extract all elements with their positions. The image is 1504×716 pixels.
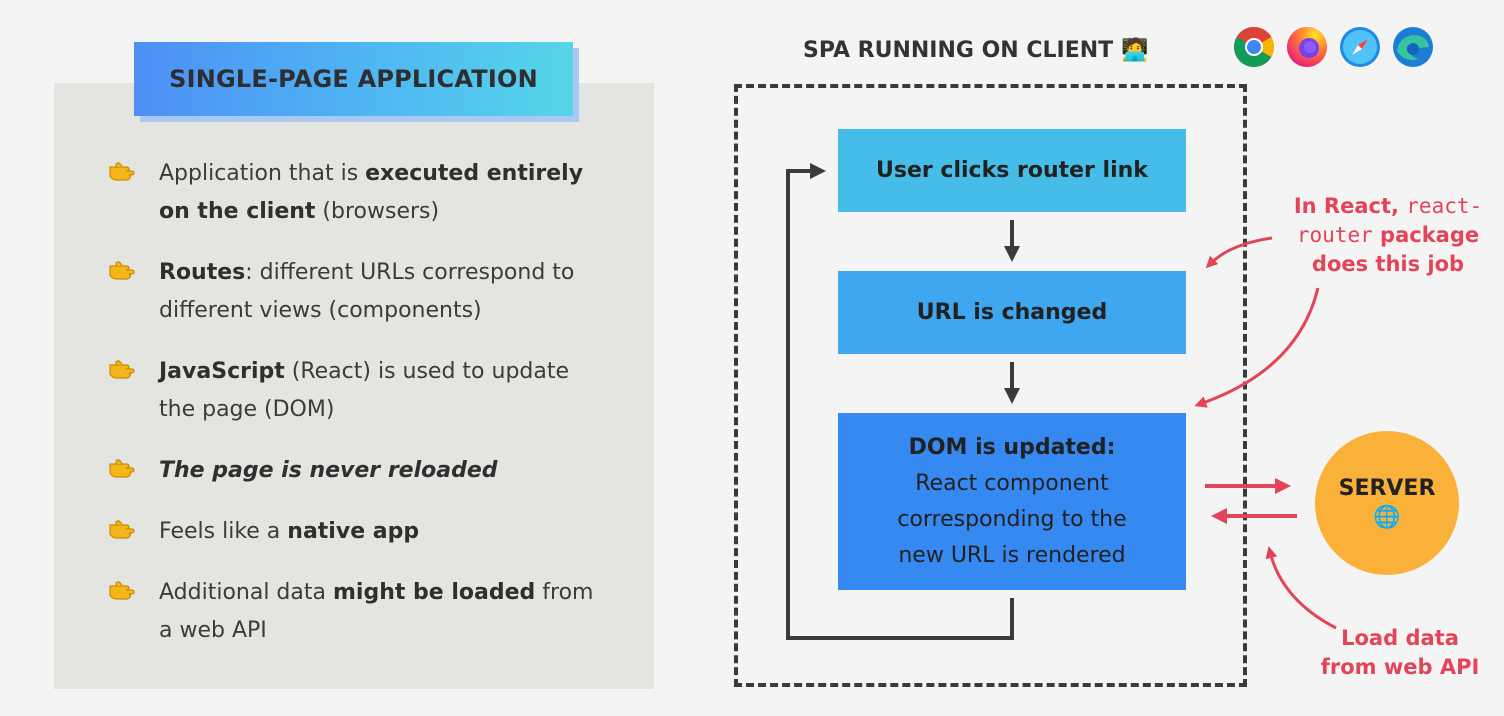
annotation-arrow-dom <box>1194 287 1320 408</box>
api-annotation: Load data from web API <box>1320 626 1480 679</box>
left-panel <box>54 83 654 689</box>
step-detail: corresponding to the <box>897 506 1127 532</box>
diagram-title-text: SPA RUNNING ON CLIENT <box>803 37 1114 63</box>
annotation-arrow-api <box>1265 546 1337 630</box>
diagram-title: SPA RUNNING ON CLIENT 🧑‍💻 <box>803 30 1149 70</box>
step-user-clicks-link: User clicks router link <box>838 129 1186 212</box>
bullet-item: The page is never reloaded <box>108 452 608 490</box>
bullet-text: Application that is executed entirely on… <box>159 161 584 224</box>
section-title: SINGLE-PAGE APPLICATION <box>134 42 573 116</box>
globe-icon: 🌐 <box>1373 505 1401 530</box>
bullet-text: Feels like a native app <box>159 519 420 544</box>
browser-icons <box>1232 25 1435 69</box>
pointing-hand-icon <box>109 261 135 280</box>
server-label: SERVER <box>1338 476 1436 501</box>
edge-icon <box>1393 27 1433 67</box>
firefox-icon <box>1287 27 1327 67</box>
bullet-item: Application that is executed entirely on… <box>108 155 608 231</box>
pointing-hand-icon <box>109 360 135 379</box>
annotation-arrow-url <box>1205 236 1273 269</box>
step-dom-updated: DOM is updated: React component correspo… <box>838 413 1186 590</box>
client-boundary <box>734 84 1247 687</box>
arrow-loop-back <box>786 163 1014 640</box>
technologist-icon: 🧑‍💻 <box>1121 37 1149 63</box>
bullet-text: Additional data might be loaded from a w… <box>159 580 594 643</box>
server-node: SERVER 🌐 <box>1315 431 1459 575</box>
step-url-changed: URL is changed <box>838 271 1186 354</box>
bullet-item: Feels like a native app <box>108 513 608 551</box>
pointing-hand-icon <box>109 520 135 539</box>
bullet-text: JavaScript (React) is used to update the… <box>159 359 570 422</box>
bullet-item: JavaScript (React) is used to update the… <box>108 353 608 429</box>
bullet-item: Additional data might be loaded from a w… <box>108 574 608 650</box>
bullet-text: The page is never reloaded <box>159 458 498 483</box>
bullet-item: Routes: different URLs correspond to dif… <box>108 254 608 330</box>
step-detail: new URL is rendered <box>898 542 1126 568</box>
bullet-text: Routes: different URLs correspond to dif… <box>159 260 575 323</box>
step-detail: React component <box>915 470 1109 496</box>
pointing-hand-icon <box>109 162 135 181</box>
chrome-icon <box>1234 27 1274 67</box>
pointing-hand-icon <box>109 459 135 478</box>
router-annotation: In React, react- router package does thi… <box>1293 194 1483 276</box>
step-label: URL is changed <box>916 300 1108 325</box>
step-label: DOM is updated: <box>908 434 1116 460</box>
pointing-hand-icon <box>109 581 135 600</box>
safari-icon <box>1340 27 1380 67</box>
step-label: User clicks router link <box>876 158 1148 183</box>
